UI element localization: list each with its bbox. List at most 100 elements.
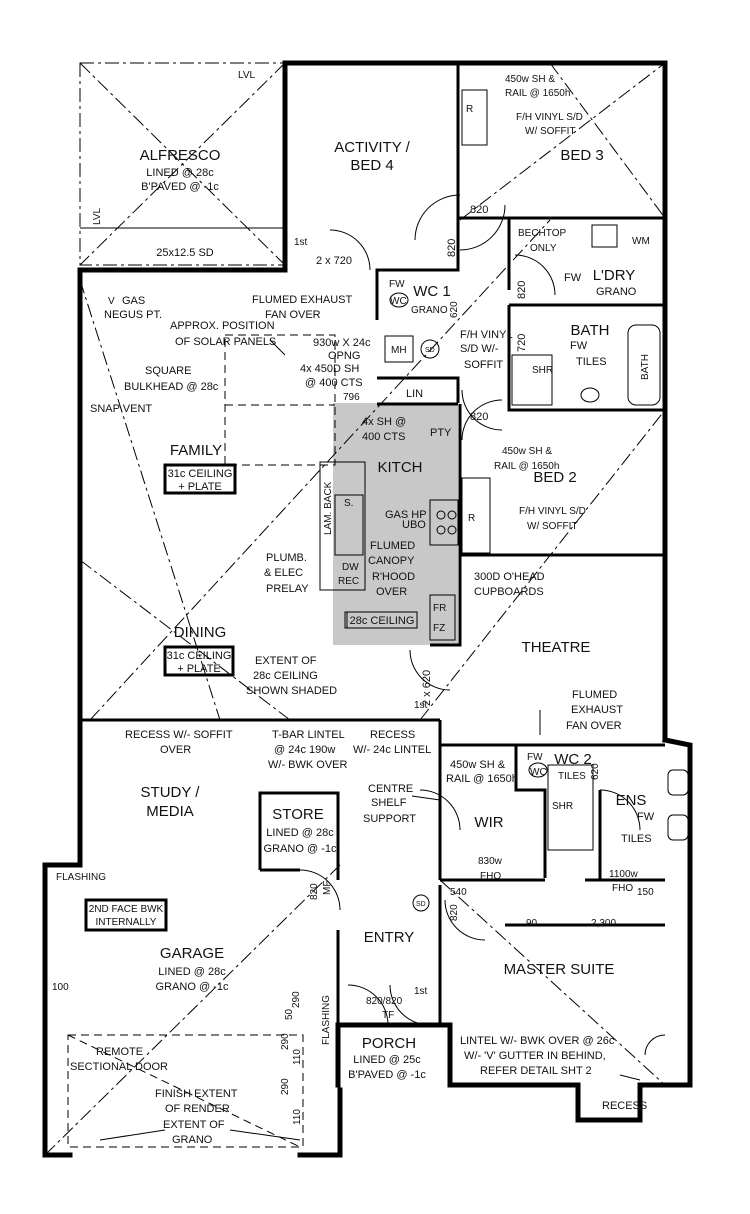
master-door: 820 xyxy=(449,904,460,921)
d540: 540 xyxy=(450,887,467,898)
bath-label: BATH xyxy=(571,322,610,339)
opng-2: OPNG xyxy=(328,350,360,362)
recess-1: RECESS W/- SOFFIT xyxy=(125,729,233,741)
tbar-2: @ 24c 190w xyxy=(274,744,335,756)
wir-fho: FHO xyxy=(480,871,501,882)
activity-label-1: ACTIVITY / xyxy=(334,139,410,156)
family-ceiling-box xyxy=(163,463,237,495)
garage-flashing: FLASHING xyxy=(56,872,106,883)
d150: 150 xyxy=(637,887,654,898)
solar-panels xyxy=(224,334,336,466)
mh-box xyxy=(384,335,414,363)
d2x620: 2 x 620 xyxy=(421,670,433,706)
gas-label: GAS xyxy=(122,295,145,307)
bwk-1: 2ND FACE BWK xyxy=(89,904,164,915)
outer-walls xyxy=(42,60,693,1158)
tbar-3: W/- BWK OVER xyxy=(268,759,348,771)
wir-sh-2: RAIL @ 1650h xyxy=(446,773,518,785)
remote-1: REMOTE xyxy=(96,1046,143,1058)
opng-4: @ 400 CTS xyxy=(305,377,363,389)
door-swings xyxy=(299,194,666,1056)
bed2-soffit: W/ SOFFIT xyxy=(527,521,578,532)
bed3-vinyl: F/H VINYL S/D xyxy=(516,112,583,123)
alfresco-sd: 25x12.5 SD xyxy=(156,247,214,259)
flumed-exhaust-2: FAN OVER xyxy=(265,309,321,321)
sink: S. xyxy=(344,498,353,509)
centre-3: SUPPORT xyxy=(363,813,416,825)
ens-fho: FHO xyxy=(612,883,633,894)
alfresco-paved: B'PAVED @ -1c xyxy=(141,181,219,193)
fr: FR xyxy=(433,603,446,614)
plumb-2: & ELEC xyxy=(264,567,303,579)
entry-label: ENTRY xyxy=(364,929,415,946)
pty-sh-2: 400 CTS xyxy=(362,431,405,443)
sd-1: SD xyxy=(425,347,435,354)
snap-vent: SNAP VENT xyxy=(90,403,152,415)
bath-tiles: TILES xyxy=(576,356,607,368)
activity-label-2: BED 4 xyxy=(350,157,393,174)
centre-1: CENTRE xyxy=(368,783,413,795)
pty-sh-1: 4x SH @ xyxy=(362,416,406,428)
bechtop-only: ONLY xyxy=(530,243,557,254)
porch-label: PORCH xyxy=(362,1035,416,1052)
wardrobes xyxy=(461,89,491,554)
ens-label: ENS xyxy=(616,792,647,809)
wc2-label: WC 2 xyxy=(554,751,592,768)
study-label-1: STUDY / xyxy=(141,784,201,801)
lintel-2: W/- 'V' GUTTER IN BEHIND, xyxy=(464,1050,606,1062)
ubo: UBO xyxy=(402,519,426,531)
d830: 830w xyxy=(478,856,503,867)
dining-label: DINING xyxy=(174,624,227,641)
d110-b: 110 xyxy=(292,1109,303,1125)
family-label: FAMILY xyxy=(170,442,222,459)
garage-label: GARAGE xyxy=(160,945,224,962)
ext-2: 28c CEILING xyxy=(253,670,318,682)
wc1-wc: WC xyxy=(390,296,407,307)
ldry-door: 820 xyxy=(516,281,528,299)
lvl-top: LVL xyxy=(238,70,255,81)
bath-fw: FW xyxy=(570,340,588,352)
bechtop: BECHTOP xyxy=(518,228,566,239)
cupb-1: 300D O'HEAD xyxy=(474,571,545,583)
recess-3: RECESS xyxy=(370,729,415,741)
family-ceil-1: 31c CEILING xyxy=(168,468,233,480)
bath-tub: BATH xyxy=(640,354,651,380)
interior-walls xyxy=(80,63,665,1025)
gashp: GAS HP xyxy=(385,509,427,521)
plumb-1: PLUMB. xyxy=(266,552,307,564)
bwk-2: INTERNALLY xyxy=(96,917,157,928)
leader-lines xyxy=(99,339,641,1141)
ens-shr: SHR xyxy=(552,801,573,812)
vinyl-a: F/H VINYL xyxy=(460,329,513,341)
wc2-wc: WC xyxy=(530,767,547,778)
store-label: STORE xyxy=(272,806,323,823)
recess-4: W/- 24c LINTEL xyxy=(353,744,431,756)
wc1-label: WC 1 xyxy=(413,283,451,300)
d290-a: 290 xyxy=(291,991,302,1008)
d110-a: 110 xyxy=(292,1049,303,1065)
vinyl-c: SOFFIT xyxy=(464,359,503,371)
lvl-side: LVL xyxy=(92,208,103,225)
wc1-door: 620 xyxy=(449,301,460,318)
porch-lined: LINED @ 25c xyxy=(353,1054,421,1066)
family-ceil-2: + PLATE xyxy=(178,481,222,493)
bed3-label: BED 3 xyxy=(560,147,603,164)
ext-1: EXTENT OF xyxy=(255,655,317,667)
store-door: 820 xyxy=(309,883,320,900)
ldry-grano: GRANO xyxy=(596,286,637,298)
cupb-2: CUPBOARDS xyxy=(474,586,544,598)
annotations: LVL LVL 25x12.5 SD 1st 2 x 720 450w SH &… xyxy=(52,70,655,1146)
tbar-1: T-BAR LINTEL xyxy=(272,729,345,741)
extent-1: EXTENT OF xyxy=(163,1119,225,1131)
bed2-sh: 450w SH & xyxy=(502,446,552,457)
solar-2: OF SOLAR PANELS xyxy=(175,336,276,348)
smoke-detector-2 xyxy=(412,894,430,912)
porch-paved: B'PAVED @ -1c xyxy=(348,1069,426,1081)
porch-flashing: FLASHING xyxy=(321,995,332,1045)
d90: 90 xyxy=(526,918,538,929)
opng-3: 4x 450D SH xyxy=(300,363,359,375)
fe-3: FAN OVER xyxy=(566,720,622,732)
d50: 50 xyxy=(284,1008,295,1020)
garage-lined: LINED @ 28c xyxy=(158,966,226,978)
bed3-robe: R xyxy=(466,104,473,115)
